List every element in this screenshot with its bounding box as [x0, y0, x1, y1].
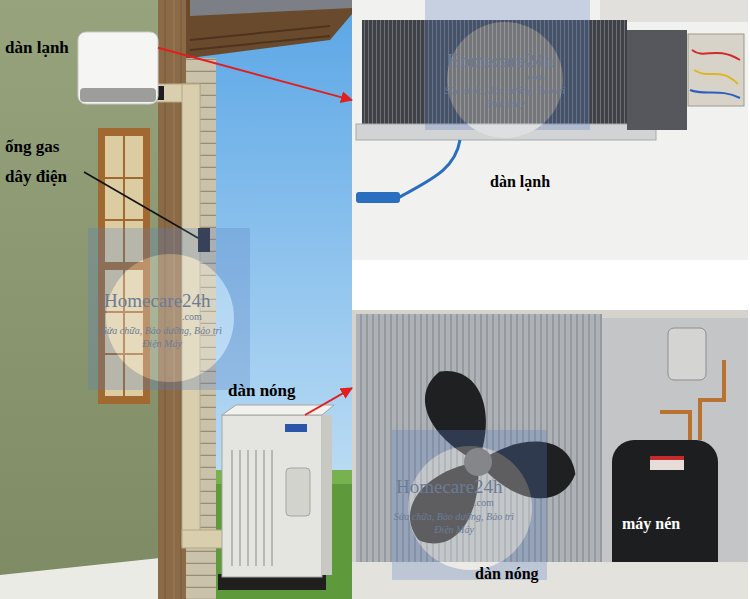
- watermark: Sửa chữa, Bảo dưỡng, Bảo trì Điện Máy: [98, 324, 226, 350]
- watermark-shapes: [392, 430, 547, 580]
- pipe-label: ống gas dây điện: [5, 132, 85, 192]
- outdoor-unit-drawing: [231, 450, 233, 566]
- outdoor-unit-drawing: [285, 424, 307, 432]
- outdoor-unit-drawing: [286, 468, 310, 516]
- outdoor-unit-drawing: [222, 415, 322, 577]
- indoor-unit-photo-art: [690, 90, 740, 98]
- outdoor-unit-photo-art: [352, 310, 748, 599]
- watermark: Homecare24h: [447, 50, 554, 72]
- outdoor-unit-drawing: [222, 405, 334, 415]
- window: [105, 177, 143, 179]
- outdoor-unit-drawing: [232, 450, 272, 566]
- indoor-unit-photo-art: [692, 50, 740, 60]
- outdoor-unit-drawing: [239, 450, 241, 566]
- outdoor-unit-photo-art: [700, 360, 724, 440]
- watermark: Homecare24h: [104, 290, 211, 312]
- indoor-unit-photo-art: [352, 0, 748, 260]
- indoor-unit-photo-art: [600, 0, 748, 22]
- watermark-shapes: [447, 22, 563, 138]
- indoor-unit-photo-art: [688, 34, 744, 106]
- watermark-shapes: [88, 0, 590, 580]
- outdoor-unit-photo-art: [650, 456, 684, 470]
- watermark: .com: [182, 311, 202, 323]
- outdoor-unit-photo-art: [668, 328, 706, 380]
- outdoor-unit-drawing: [255, 450, 257, 566]
- pointer-arrow: [158, 48, 352, 100]
- part-label: dàn nóng: [475, 564, 539, 583]
- outdoor-unit-drawing: [218, 405, 334, 590]
- house-wall: [0, 558, 160, 599]
- part-label: dàn nóng: [228, 381, 296, 401]
- indoor-unit-photo-art: [398, 140, 460, 198]
- indoor-unit-drawing: [78, 32, 158, 104]
- outdoor-unit-drawing: [247, 450, 249, 566]
- roof: [190, 36, 330, 50]
- watermark: Sửa chữa, Bảo dưỡng, Bảo trì Điện Máy: [390, 510, 518, 536]
- outdoor-unit-photo-art: [660, 412, 690, 440]
- watermark: .com: [474, 497, 494, 509]
- watermark: Homecare24h: [396, 476, 503, 498]
- part-label: dàn lạnh: [490, 172, 550, 191]
- watermark: Sửa chữa, Bảo dưỡng, Bảo trì Điện Máy: [441, 84, 569, 110]
- roof: [190, 0, 352, 16]
- indoor-unit-drawing: [80, 88, 156, 102]
- watermark-shapes: [88, 228, 250, 390]
- outdoor-unit-drawing: [263, 450, 265, 566]
- watermark-shapes: [408, 446, 532, 570]
- watermark: .com: [525, 71, 545, 83]
- outdoor-unit-photo-art: [352, 310, 748, 599]
- indoor-unit-photo-art: [694, 70, 738, 84]
- pipe-duct: [182, 530, 226, 548]
- window: [105, 219, 143, 221]
- watermark-shapes: [106, 254, 234, 382]
- indoor-unit-photo-art: [356, 192, 400, 203]
- indoor-unit: dàn lạnh: [78, 32, 158, 104]
- roof: [160, 0, 352, 58]
- roof: [160, 0, 352, 58]
- outdoor-unit: dàn nóng: [222, 415, 322, 580]
- outdoor-unit-photo-art: [650, 456, 684, 460]
- outdoor-unit-drawing: [271, 450, 273, 566]
- indoor-unit-photo-art: [352, 0, 748, 260]
- outdoor-unit-photo: máy nén dàn nóng: [352, 310, 748, 599]
- pointer-arrow: [305, 388, 352, 415]
- indoor-unit-drawing: [78, 32, 158, 104]
- part-label: máy nén: [622, 514, 680, 533]
- part-label: dàn lạnh: [5, 38, 69, 58]
- outdoor-unit-drawing: [322, 415, 332, 575]
- indoor-unit-photo: dàn lạnh: [352, 0, 748, 260]
- indoor-unit-photo-art: [627, 30, 687, 130]
